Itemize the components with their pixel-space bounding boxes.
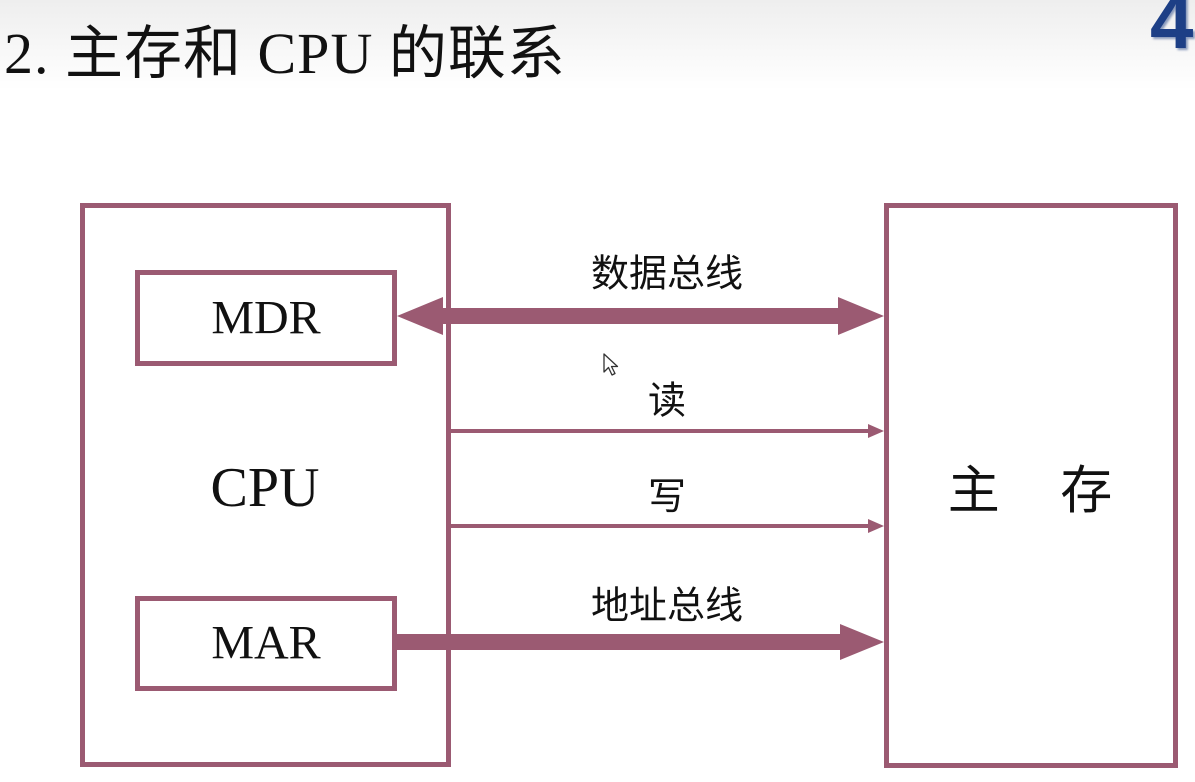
mar-box: [135, 596, 397, 691]
mdr-label: MDR: [211, 291, 321, 345]
cpu-label: CPU: [210, 457, 320, 519]
slide-page-number: 4: [1150, 0, 1194, 65]
mar-label: MAR: [211, 616, 321, 670]
data-bus-label: 数据总线: [590, 251, 744, 296]
write-line-arrow: [451, 519, 884, 533]
title-bar-background: [0, 0, 1195, 90]
read-line-arrow: [451, 424, 884, 438]
slide-title: 2. 主存和 CPU 的联系: [4, 21, 566, 86]
address-bus-label: 地址总线: [590, 583, 744, 628]
mouse-pointer-icon: [603, 353, 619, 376]
write-line-label: 写: [647, 474, 687, 519]
mdr-box: [135, 270, 397, 366]
main-memory-box: [884, 203, 1178, 768]
main-memory-label: 主 存: [947, 461, 1135, 522]
address-bus-arrow: [397, 624, 884, 660]
data-bus-arrow: [397, 297, 884, 335]
read-line-label: 读: [647, 378, 687, 423]
